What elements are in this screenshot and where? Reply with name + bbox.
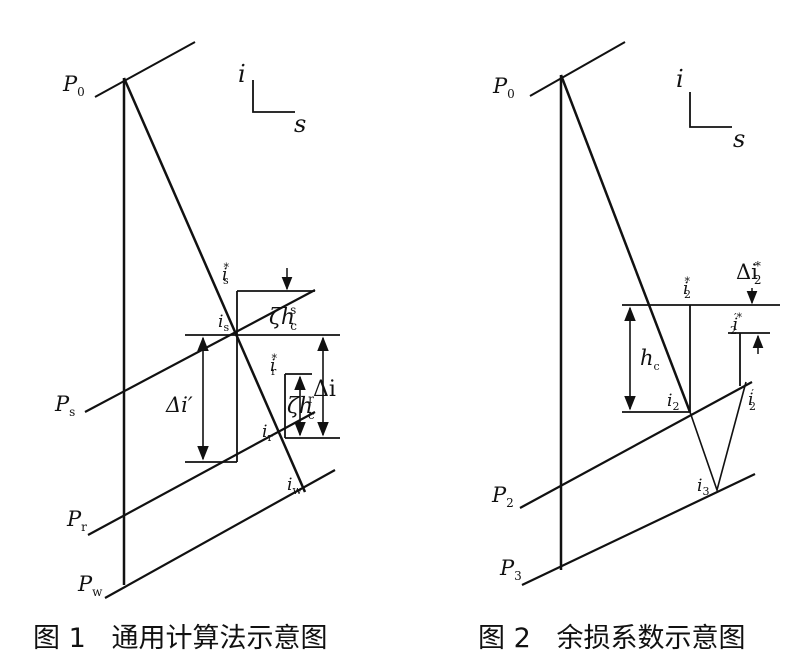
isobar-pw bbox=[104, 469, 336, 599]
label-i3: i3 bbox=[697, 476, 709, 498]
isobar-p3 bbox=[521, 473, 756, 586]
label-i2: i2 bbox=[667, 391, 679, 413]
axis-glyph bbox=[252, 80, 295, 113]
label-delta-i-prime: Δi′ bbox=[165, 393, 193, 417]
expansion-line bbox=[559, 74, 692, 413]
figure-2-labels: i s P0 P2 P3 Δi*2 i*2 i′*2 hc i2 i′2 i3 … bbox=[478, 65, 762, 654]
label-is: is bbox=[218, 312, 229, 334]
figure-1 bbox=[84, 41, 340, 599]
axis-i-label: i bbox=[676, 65, 684, 93]
label-ps: Ps bbox=[54, 392, 75, 419]
figure-2-caption: 图 2 余损系数示意图 bbox=[478, 623, 746, 654]
label-delta-i2-star: Δi*2 bbox=[736, 259, 762, 287]
label-p3: P3 bbox=[499, 556, 522, 583]
axis-glyph bbox=[689, 92, 732, 128]
figure-1-caption: 图 1 通用计算法示意图 bbox=[33, 623, 328, 654]
label-hc: hc bbox=[640, 346, 660, 373]
label-is-star: i*s bbox=[222, 261, 229, 287]
label-iw: iw bbox=[287, 475, 302, 497]
label-pr: Pr bbox=[66, 507, 87, 534]
isobar-p0 bbox=[529, 41, 626, 97]
label-p0: P0 bbox=[62, 72, 85, 99]
axis-s-label: s bbox=[733, 125, 745, 153]
label-i2-star: i*2 bbox=[683, 275, 691, 301]
axis-i-label: i bbox=[238, 60, 246, 88]
expansion-continuation bbox=[689, 381, 747, 493]
figure-2 bbox=[519, 41, 780, 586]
isobar-pr bbox=[87, 411, 316, 536]
label-ir-star: i*r bbox=[270, 352, 277, 378]
label-pw: Pw bbox=[77, 572, 103, 599]
label-i2-prime: i′2 bbox=[748, 387, 756, 413]
isobar-p0 bbox=[94, 41, 196, 98]
label-ir: ir bbox=[262, 422, 273, 444]
expansion-line bbox=[122, 77, 307, 493]
label-delta-i: Δi bbox=[313, 377, 336, 402]
label-p2: P2 bbox=[491, 483, 514, 510]
isobar-p2 bbox=[519, 381, 753, 509]
label-p0: P0 bbox=[492, 74, 515, 101]
label-i2-pstar: i′*2 bbox=[730, 311, 742, 337]
axis-s-label: s bbox=[294, 110, 306, 138]
